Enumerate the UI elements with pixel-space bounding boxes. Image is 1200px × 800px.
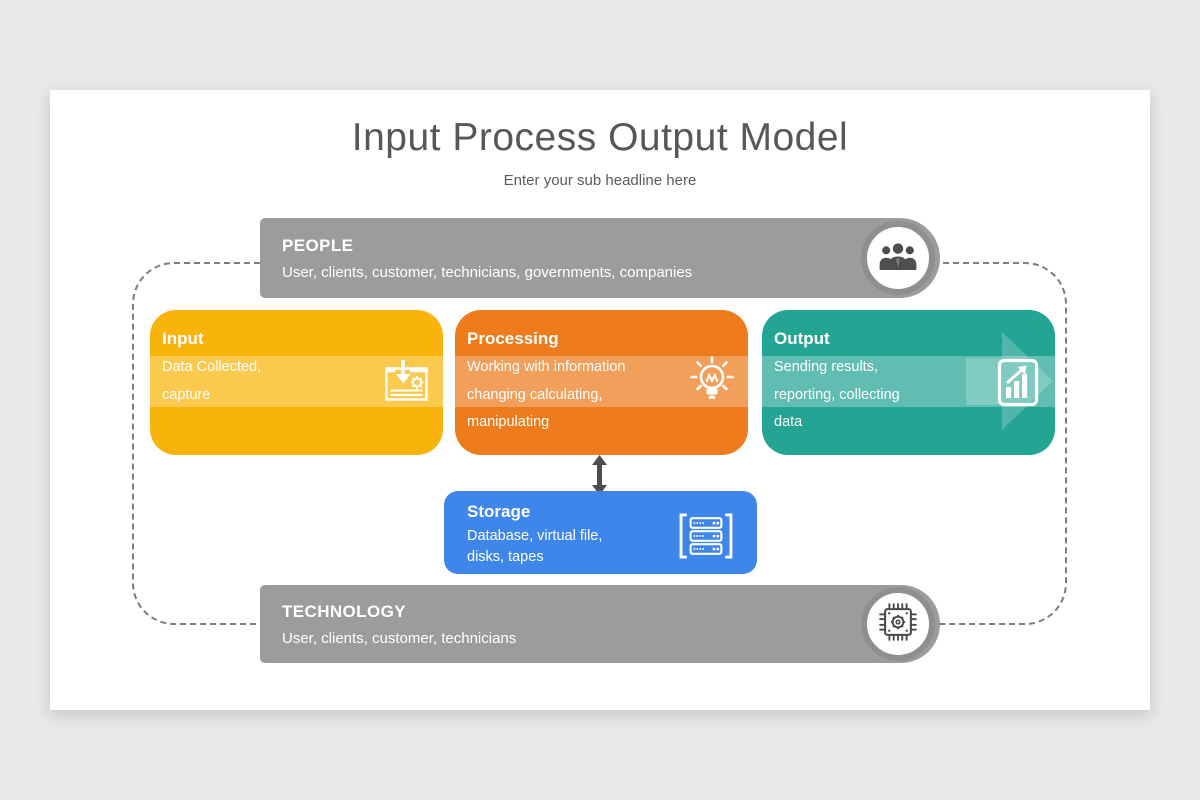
storage-connector-arrow [592,455,607,495]
chip-icon [877,601,919,648]
people-badge [861,221,935,295]
processing-line-3: manipulating [467,414,550,430]
output-title: Output [774,329,830,348]
bar-chart-icon [997,358,1039,412]
people-bar-description: User, clients, customer, technicians, go… [282,264,693,281]
input-box: Input Data Collected, capture [150,310,443,455]
input-title: Input [162,329,204,348]
processing-line-1: Working with information [467,359,626,375]
input-line-1: Data Collected, [162,359,262,375]
technology-bar-label: TECHNOLOGY [282,602,406,621]
lightbulb-icon [685,354,739,413]
technology-badge [861,587,935,661]
download-page-icon [384,360,429,408]
people-bar-label: PEOPLE [282,236,354,255]
processing-title: Processing [467,329,559,348]
processing-box: Processing Working with information chan… [455,310,748,455]
storage-title: Storage [467,502,531,521]
technology-bar: TECHNOLOGY User, clients, customer, tech… [260,585,940,663]
output-stripe [762,356,1055,407]
people-bar: PEOPLE User, clients, customer, technici… [260,218,940,298]
people-icon [877,240,919,277]
output-line-2: reporting, collecting [774,387,900,403]
storage-line-2: disks, tapes [467,549,544,565]
page-title: Input Process Output Model [351,116,849,159]
output-box: Output Sending results, reporting, colle… [762,310,1055,455]
storage-line-1: Database, virtual file, [467,528,603,544]
output-line-3: data [774,414,803,430]
storage-box: Storage Database, virtual file, disks, t… [444,491,757,574]
technology-bar-description: User, clients, customer, technicians [282,630,517,647]
server-icon [678,512,734,565]
output-line-1: Sending results, [774,359,878,375]
page-subtitle: Enter your sub headline here [503,172,697,189]
input-line-2: capture [162,387,211,403]
processing-line-2: changing calculating, [467,387,603,403]
